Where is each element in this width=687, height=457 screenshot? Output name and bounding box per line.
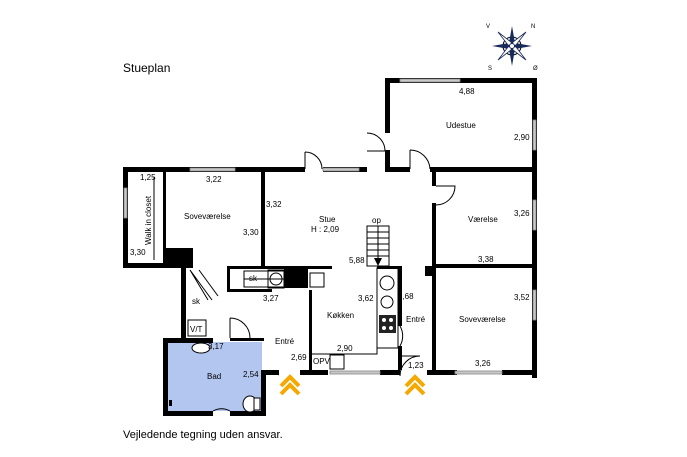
dim-walkin-h: 3,30 bbox=[130, 248, 146, 257]
dim-sove2-h: 3,52 bbox=[514, 293, 530, 302]
entrance-arrow-icon bbox=[404, 374, 426, 396]
dim-udestue-h: 2,90 bbox=[514, 133, 530, 142]
wardrobe-label: sk bbox=[192, 297, 201, 306]
room-label-walkin: Walk in closet bbox=[144, 195, 153, 245]
wardrobe-label: sk bbox=[249, 274, 258, 283]
room-label-entre: Entré bbox=[275, 337, 295, 346]
doors bbox=[189, 132, 456, 412]
fixtures bbox=[153, 177, 399, 413]
dim-sove2-w: 3,26 bbox=[475, 359, 491, 368]
compass-v-label: V bbox=[486, 24, 490, 30]
heater-icon bbox=[380, 295, 394, 309]
dim-bad-h: 2,54 bbox=[243, 370, 259, 379]
room-label-vaerelse: Værelse bbox=[468, 215, 498, 224]
stove-icon bbox=[379, 275, 395, 291]
windows bbox=[123, 78, 537, 375]
room-label-koekken: Køkken bbox=[327, 311, 354, 320]
dim-vaerelse-h: 3,26 bbox=[514, 209, 530, 218]
entrance-arrow-icon bbox=[279, 374, 301, 396]
room-label-stue: Stue bbox=[319, 215, 336, 224]
dim-entre2-w: 1,23 bbox=[408, 361, 424, 370]
room-label-sovevaerelse: Soveværelse bbox=[459, 315, 506, 324]
compass-icon: N V S Ø bbox=[486, 24, 538, 72]
washbasin-icon bbox=[191, 342, 211, 354]
compass-s-label: S bbox=[488, 66, 492, 72]
dim-stue-l: 5,88 bbox=[349, 256, 365, 265]
room-height-stue: H : 2,09 bbox=[311, 225, 340, 234]
dim-stue-w: 3,32 bbox=[266, 200, 282, 209]
vt-label: V/T bbox=[190, 325, 203, 334]
dim-udestue-w: 4,88 bbox=[459, 87, 475, 96]
dim-bad-w: 3,17 bbox=[208, 342, 224, 351]
disclaimer: Vejledende tegning uden ansvar. bbox=[123, 429, 283, 441]
room-label-entre: Entré bbox=[406, 315, 426, 324]
opv-label: OPV bbox=[313, 357, 331, 366]
dim-walkin-w: 1,25 bbox=[140, 173, 156, 182]
dim-entre1-w: 2,69 bbox=[291, 353, 307, 362]
page-title: Stueplan bbox=[123, 61, 170, 75]
dim-entre2-h: 3,68 bbox=[398, 292, 414, 301]
dim-koekken-h: 3,62 bbox=[358, 294, 374, 303]
stairs-icon bbox=[366, 225, 390, 267]
dim-vaerelse-w: 3,38 bbox=[478, 255, 494, 264]
dim-sk-w: 3,27 bbox=[263, 294, 279, 303]
inner-walls bbox=[163, 172, 532, 370]
compass-n-label: N bbox=[531, 24, 535, 30]
washer-icon bbox=[269, 272, 283, 286]
dim-sove1-w: 3,22 bbox=[206, 175, 222, 184]
dim-koekken-w: 2,90 bbox=[337, 344, 353, 353]
room-label-bad: Bad bbox=[207, 372, 221, 381]
dim-sove1-h: 3,30 bbox=[243, 228, 259, 237]
stairs-label: op bbox=[372, 216, 381, 225]
compass-o-label: Ø bbox=[533, 66, 538, 72]
room-label-udestue: Udestue bbox=[446, 121, 476, 130]
room-label-sovevaerelse: Soveværelse bbox=[184, 212, 231, 221]
sink-icon bbox=[329, 354, 345, 370]
hob-icon bbox=[379, 315, 396, 333]
